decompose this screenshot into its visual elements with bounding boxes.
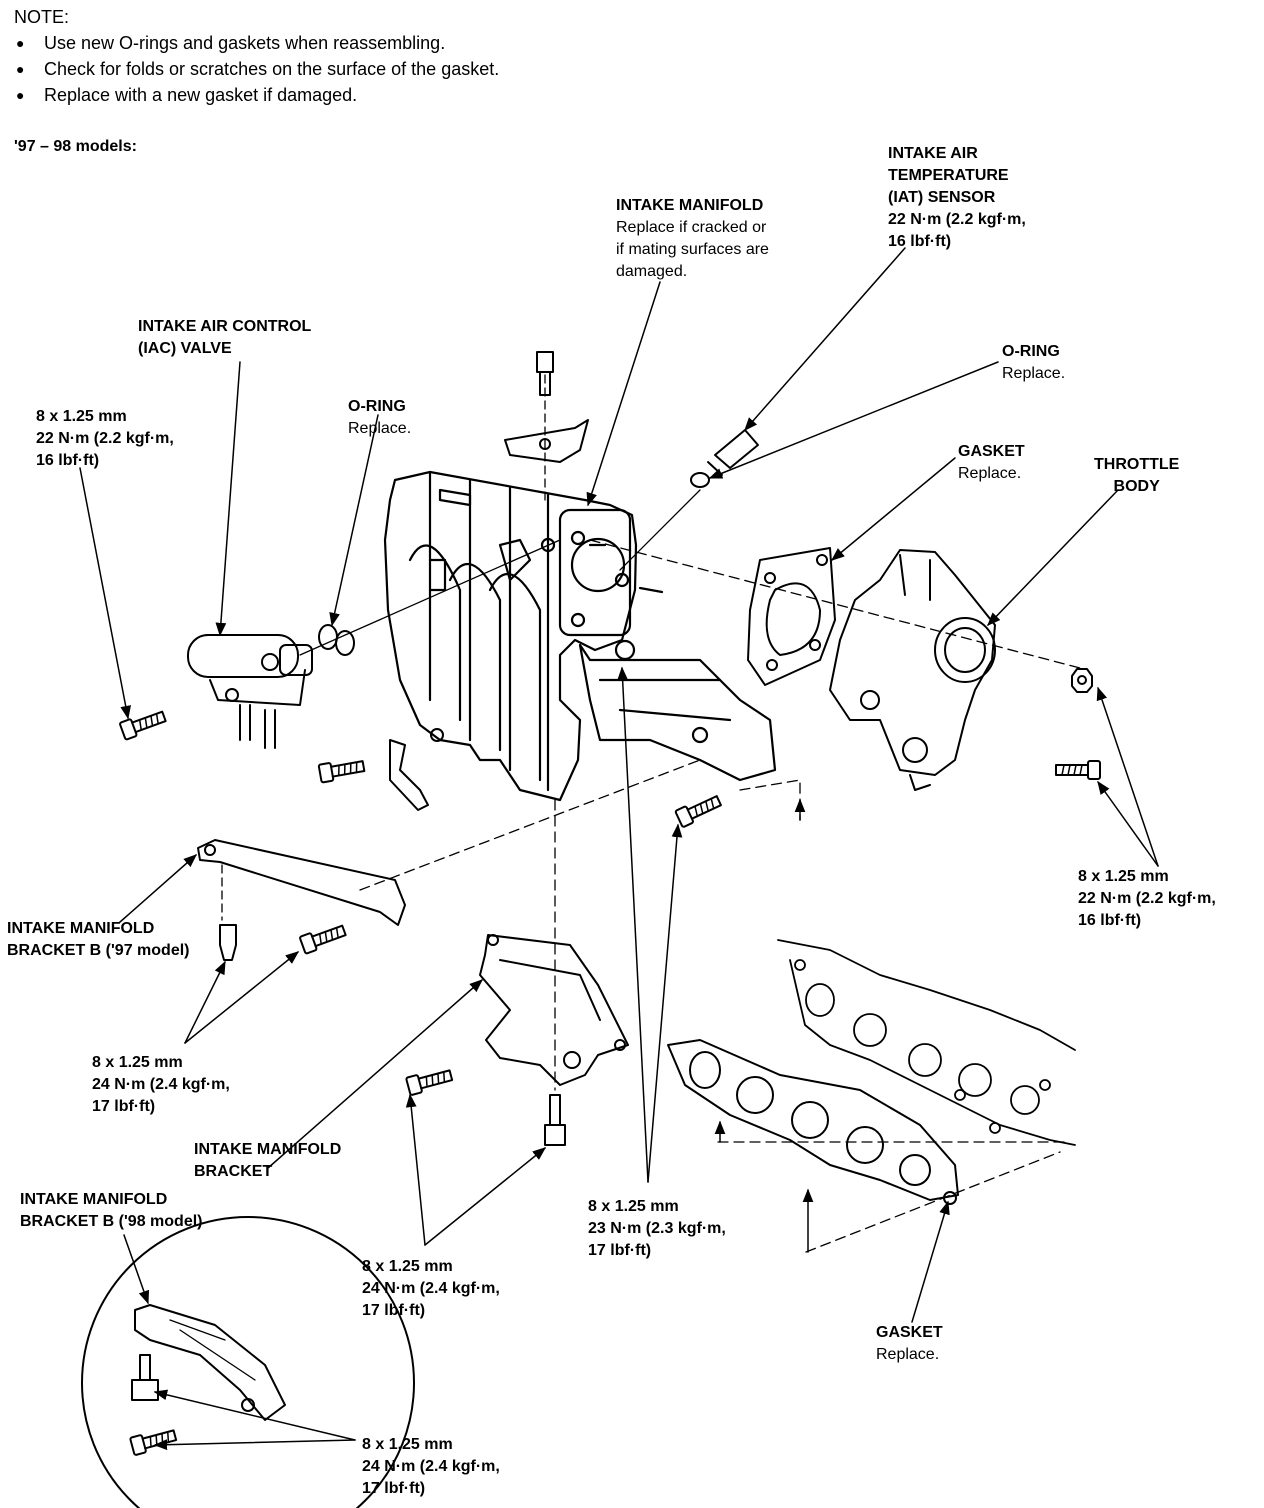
throttle-body-gasket [747,547,836,686]
callout-bracket-b-98: INTAKE MANIFOLD BRACKET B ('98 model) [20,1191,203,1230]
intake-manifold-bracket [479,934,629,1086]
callout-bracket-b-97-bolts: 8 x 1.25 mm 24 N·m (2.4 kgf·m, 17 lbf·ft… [92,1054,230,1115]
note-block: NOTE: Use new O-rings and gaskets when r… [14,4,499,108]
callout-intake-manifold-bracket: INTAKE MANIFOLD BRACKET [194,1141,342,1180]
callout-bracket-b-98-bolts: 8 x 1.25 mm 24 N·m (2.4 kgf·m, 17 lbf·ft… [362,1436,500,1497]
callout-throttle-body-bolts: 8 x 1.25 mm 22 N·m (2.2 kgf·m, 16 lbf·ft… [1078,868,1216,929]
lower-left-bracket [389,728,444,811]
alignment-lines [359,539,1081,1253]
cylinder-head [777,939,1076,1146]
bracket-b-97 [197,839,406,961]
callout-oring-right: O-RING Replace. [1002,343,1066,382]
note-list: Use new O-rings and gaskets when reassem… [14,30,499,108]
note-item: Check for folds or scratches on the surf… [14,56,499,82]
left-bolt [317,756,367,784]
oring-left [318,624,355,656]
throttle-body [829,549,996,791]
callout-center-bolts: 8 x 1.25 mm 23 N·m (2.3 kgf·m, 17 lbf·ft… [588,1198,726,1259]
callout-iat-sensor: INTAKE AIR TEMPERATURE (IAT) SENSOR 22 N… [888,145,1026,250]
callout-iac-bolt: 8 x 1.25 mm 22 N·m (2.2 kgf·m, 16 lbf·ft… [36,408,174,469]
tb-nut [1071,668,1093,693]
bracket-vertical-bolt [544,1094,566,1146]
iac-valve [187,634,313,749]
callout-bracket-b-97: INTAKE MANIFOLD BRACKET B ('97 model) [7,920,190,959]
models-label: '97 – 98 models: [14,138,137,155]
inset-bolt [129,1425,179,1457]
iat-sensor [619,429,759,571]
callout-intake-manifold: INTAKE MANIFOLD Replace if cracked or if… [616,197,769,280]
note-item: Replace with a new gasket if damaged. [14,82,499,108]
leader-lines [79,247,1159,1451]
callout-throttle-body: THROTTLE BODY [1094,456,1180,495]
callout-bracket-bolts: 8 x 1.25 mm 24 N·m (2.4 kgf·m, 17 lbf·ft… [362,1258,500,1319]
bracket-b97-bolt [298,920,349,955]
note-heading: NOTE: [14,7,70,27]
note-item: Use new O-rings and gaskets when reassem… [14,30,499,56]
callout-iac-valve: INTAKE AIR CONTROL (IAC) VALVE [138,318,312,357]
intake-manifold [383,470,777,802]
callout-oring-left: O-RING Replace. [348,398,412,437]
callout-gasket-manifold: GASKET Replace. [876,1324,943,1363]
callout-gasket-throttle-body: GASKET Replace. [958,443,1025,482]
bracket-bolt [405,1065,455,1097]
upper-bracket [504,351,589,506]
center-bolt [674,791,724,829]
tb-bolt [1055,760,1101,780]
manifold-gasket [667,1039,959,1205]
